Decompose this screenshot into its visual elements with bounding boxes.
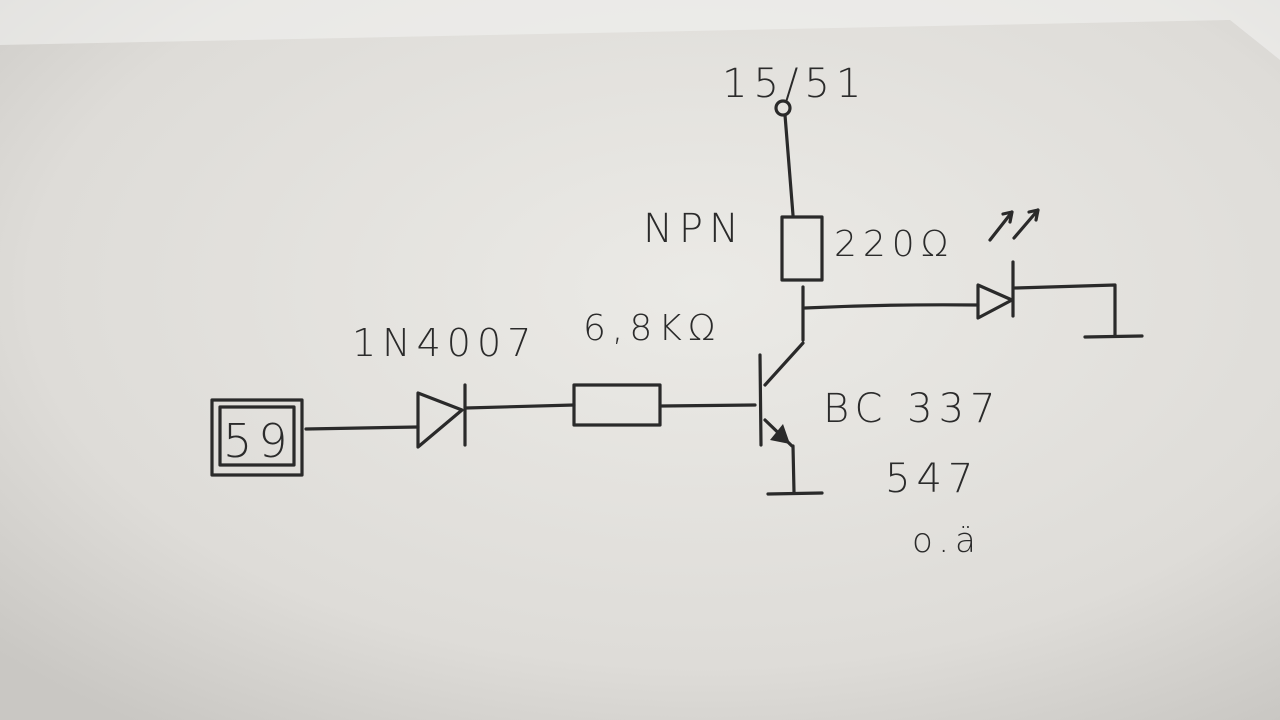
base-resistor-label: 6,8KΩ [583, 308, 721, 349]
input-terminal-label: 59 [223, 414, 294, 468]
transistor-collector [763, 341, 805, 387]
npn-label: NPN [643, 206, 745, 252]
diode-1n4007 [416, 391, 464, 449]
input-terminal-box [210, 398, 304, 477]
led-resistor-label: 220Ω [834, 224, 954, 265]
paper-edge [0, 0, 1280, 60]
led-resistor [780, 215, 824, 282]
led-ground-wire [1013, 283, 1117, 337]
led-diode [976, 283, 1014, 320]
supply-label: 15/51 [722, 61, 867, 107]
input-terminal-inner-box [218, 405, 296, 467]
transistor-alt-model: 547 [885, 456, 979, 502]
alt-note: o.ä [912, 521, 982, 561]
emitter-wire [791, 444, 796, 494]
diode-label: 1N4007 [352, 321, 537, 365]
transistor-base-bar [758, 353, 763, 447]
emitter-arrow-icon [770, 424, 790, 444]
diode-resistor-wire [464, 403, 576, 410]
ground-symbol-emitter [766, 491, 824, 496]
transistor-model: BC 337 [823, 386, 1001, 432]
input-wire [304, 425, 420, 431]
led-wire [803, 303, 980, 310]
ground-symbol-led [1083, 334, 1144, 339]
supply-wire [783, 113, 795, 217]
light-arrows-icon [988, 208, 1040, 242]
base-wire [660, 403, 757, 408]
supply-terminal [774, 99, 792, 117]
